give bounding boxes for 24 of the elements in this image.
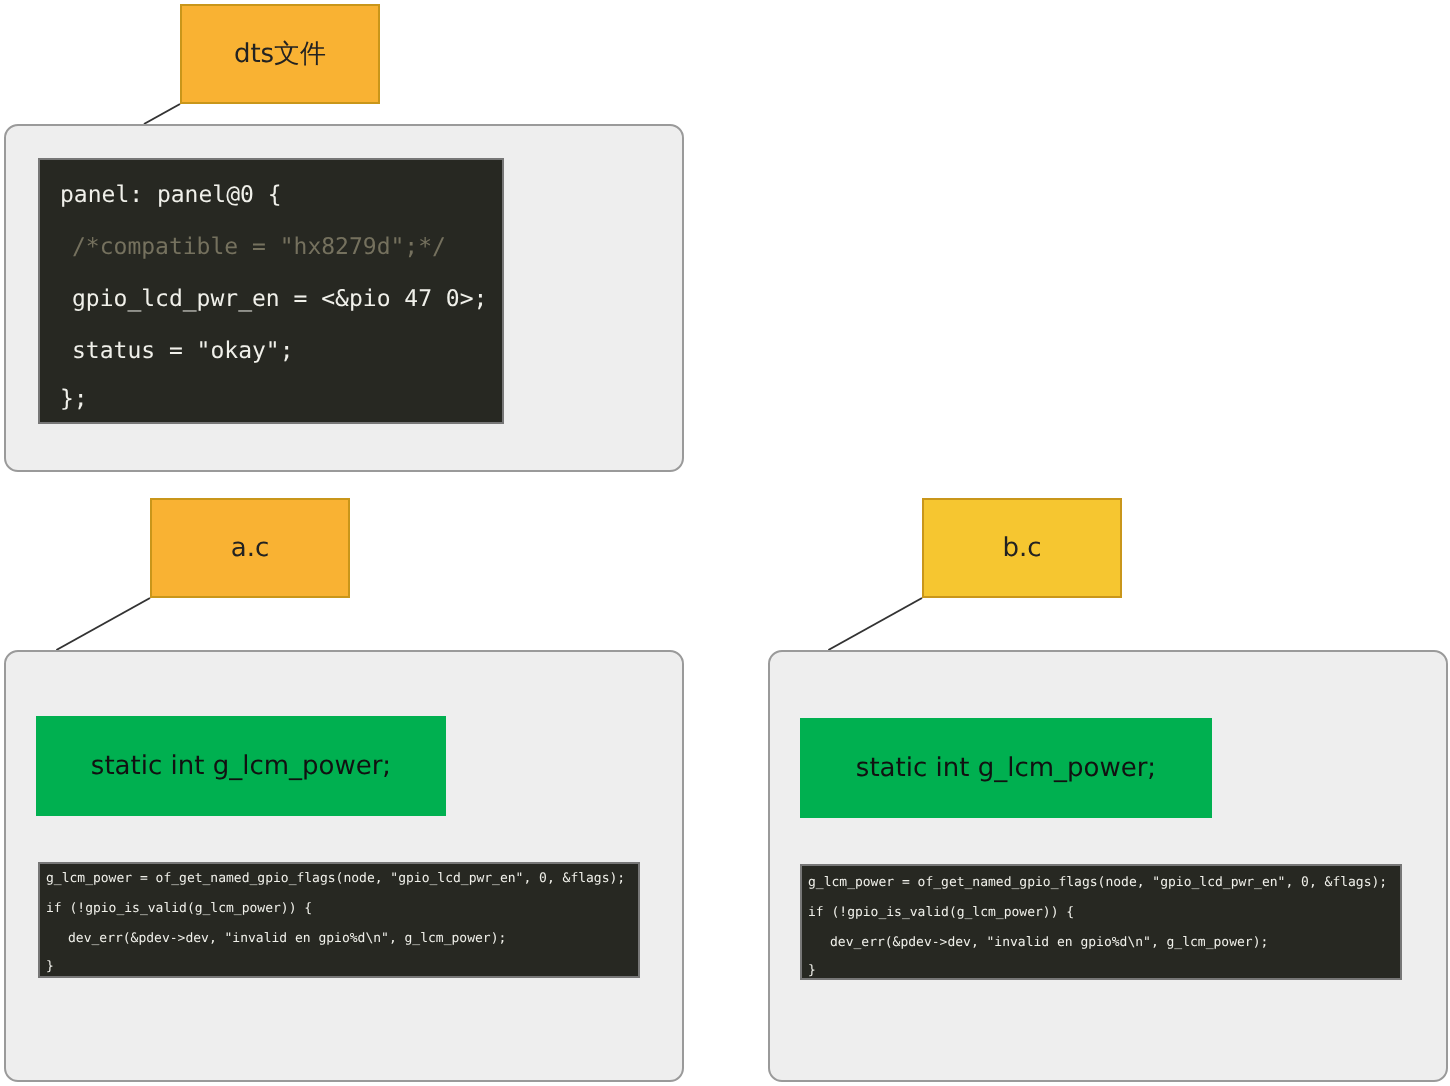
declaration-box <box>36 716 446 816</box>
code-line: panel: panel@0 { <box>60 180 282 208</box>
file-name: dts文件 <box>233 38 327 72</box>
leader-line <box>827 597 923 651</box>
file-name: b.c <box>1002 533 1042 563</box>
code-line: gpio_lcd_pwr_en = <&pio 47 0>; <box>72 284 488 312</box>
file-label <box>922 498 1122 598</box>
code-line: }; <box>60 384 88 412</box>
code-block <box>800 864 1402 980</box>
panel-background <box>768 650 1448 1082</box>
leader-line <box>55 597 151 651</box>
file-name: a.c <box>230 533 270 563</box>
panel-background <box>4 650 684 1082</box>
code-block <box>38 862 640 978</box>
code-text: static int g_lcm_power; <box>90 751 392 781</box>
leader-line <box>143 103 181 125</box>
code-line: /*compatible = "hx8279d";*/ <box>72 232 446 260</box>
code-block <box>38 158 504 424</box>
code-line: status = "okay"; <box>72 336 294 364</box>
file-label <box>150 498 350 598</box>
panel-background <box>4 124 684 472</box>
code-text: static int g_lcm_power; <box>855 753 1157 783</box>
declaration-box <box>800 718 1212 818</box>
file-label <box>180 4 380 104</box>
